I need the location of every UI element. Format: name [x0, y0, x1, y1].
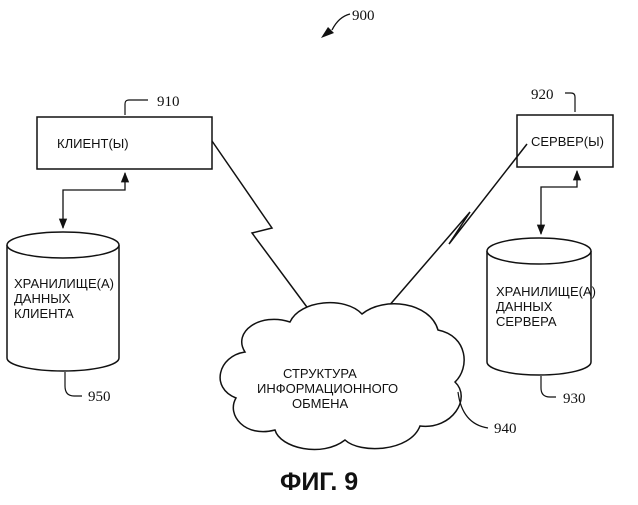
server-box: СЕРВЕР(Ы): [517, 115, 613, 167]
server-store-ref: 930: [563, 391, 586, 407]
figure-caption: ФИГ. 9: [280, 468, 358, 496]
client-label: КЛИЕНТ(Ы): [57, 136, 129, 151]
framework-line-2: ИНФОРМАЦИОННОГО: [257, 381, 398, 396]
server-data-store: ХРАНИЛИЩЕ(А) ДАННЫХ СЕРВЕРА: [487, 238, 596, 375]
client-ref-leader: [125, 100, 148, 115]
framework-ref-leader: [458, 392, 488, 428]
client-ref: 910: [157, 94, 180, 110]
client-store-line-2: ДАННЫХ: [14, 291, 71, 306]
server-store-line-2: ДАННЫХ: [496, 299, 553, 314]
server-ref-leader: [565, 93, 575, 112]
framework-line-3: ОБМЕНА: [292, 396, 349, 411]
figure-ref-number: 900: [352, 8, 375, 24]
client-store-ref-leader: [65, 372, 82, 396]
server-store-line-1: ХРАНИЛИЩЕ(А): [496, 284, 596, 299]
client-store-line-3: КЛИЕНТА: [14, 306, 74, 321]
server-store-ref-leader: [541, 376, 556, 397]
server-ref: 920: [531, 87, 554, 103]
server-label: СЕРВЕР(Ы): [531, 134, 604, 149]
client-store-ref: 950: [88, 389, 111, 405]
figure-ref-leader: [332, 14, 350, 30]
client-network-link: [212, 141, 318, 322]
client-store-connector: [63, 173, 125, 228]
framework-line-1: СТРУКТУРА: [283, 366, 357, 381]
client-data-store: ХРАНИЛИЩЕ(А) ДАННЫХ КЛИЕНТА: [7, 232, 119, 371]
server-store-line-3: СЕРВЕРА: [496, 314, 557, 329]
framework-ref: 940: [494, 421, 517, 437]
client-store-line-1: ХРАНИЛИЩЕ(А): [14, 276, 114, 291]
server-store-connector: [541, 171, 577, 234]
client-box: КЛИЕНТ(Ы): [37, 117, 212, 169]
communication-framework-cloud: СТРУКТУРА ИНФОРМАЦИОННОГО ОБМЕНА: [220, 303, 464, 450]
